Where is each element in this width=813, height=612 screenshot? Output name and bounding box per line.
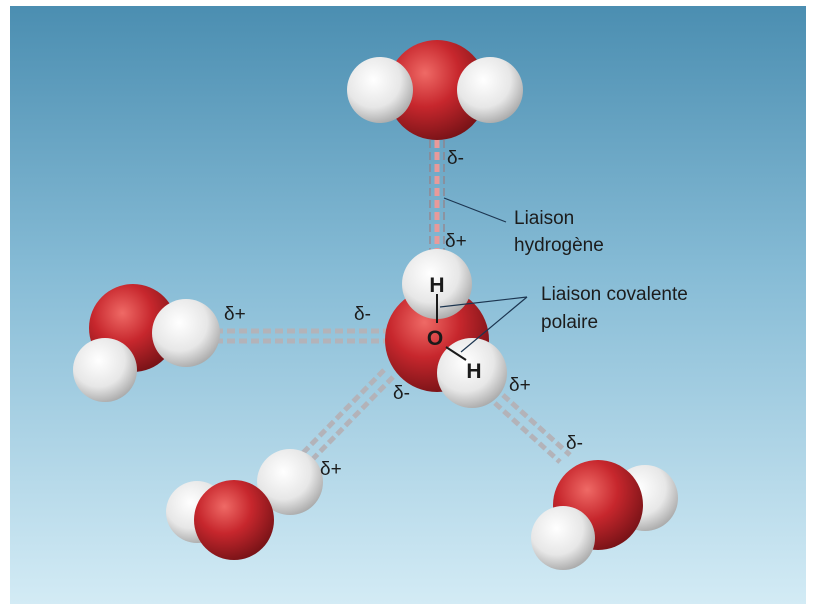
covalent-pointer-top (439, 296, 528, 308)
covalent-pointer-right (460, 296, 528, 353)
atom-label-hydrogen-top: H (429, 274, 444, 297)
hydrogen-bonds (215, 140, 572, 467)
label-hydrogen-bond-line2: hydrogène (514, 235, 604, 256)
charge-delta-minus-center-bottom: δ- (393, 383, 410, 404)
label-covalent-line1: Liaison covalente (541, 284, 688, 305)
water-molecule-left (73, 284, 220, 402)
charge-delta-minus-bottom-right: δ- (566, 433, 583, 454)
hydrogen-atom (457, 57, 523, 123)
charge-delta-minus-top: δ- (447, 148, 464, 169)
callout-labels: Liaison hydrogène Liaison covalente pola… (514, 208, 688, 333)
charge-delta-plus-bottom-left: δ+ (320, 459, 342, 480)
water-molecule-center: H O H (385, 249, 507, 408)
covalent-bond-right (445, 346, 467, 361)
hydrogen-bond-bottom-right (484, 385, 572, 464)
hydrogen-bond-left (215, 328, 388, 344)
charge-delta-minus-center-left: δ- (354, 304, 371, 325)
charge-delta-plus-top: δ+ (445, 231, 467, 252)
water-molecule-top (347, 40, 523, 140)
label-covalent-line2: polaire (541, 312, 598, 333)
hydrogen-atom (531, 506, 595, 570)
hydrogen-atom (257, 449, 323, 515)
hydrogen-atom (73, 338, 137, 402)
hydrogen-bond-bottom-left (296, 368, 395, 467)
label-hydrogen-bond-line1: Liaison (514, 208, 574, 229)
charge-delta-plus-left: δ+ (224, 304, 246, 325)
hydrogen-bond-top (429, 140, 445, 262)
partial-charges: δ- δ+ δ+ δ- δ- δ+ δ+ δ- (224, 148, 583, 480)
charge-delta-plus-center-right: δ+ (509, 375, 531, 396)
atom-label-hydrogen-right: H (466, 360, 481, 383)
water-molecule-bottom-left (166, 449, 323, 560)
hydrogen-bond-pointer (443, 197, 507, 223)
hydrogen-atom (152, 299, 220, 367)
hydrogen-atom-center-right (437, 338, 507, 408)
oxygen-atom (387, 40, 487, 140)
hydrogen-atom-center-top (402, 249, 472, 319)
atom-label-oxygen: O (427, 327, 443, 350)
hydrogen-atom (347, 57, 413, 123)
annotation-pointers (439, 197, 528, 353)
oxygen-atom (194, 480, 274, 560)
water-molecule-bottom-right (531, 460, 678, 570)
